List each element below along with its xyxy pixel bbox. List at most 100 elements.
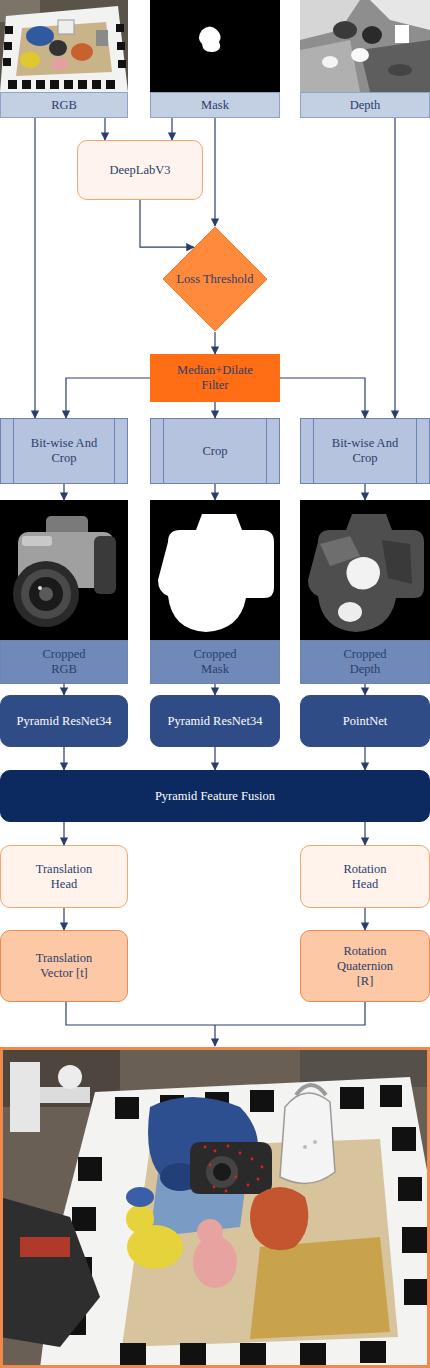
pose-result-image: [296, 1085, 326, 1095]
head-box: Translation Head: [0, 845, 128, 908]
pose-result-image: [250, 1090, 274, 1112]
connector-arrow: [214, 402, 215, 418]
node-text: Loss Threshold: [176, 272, 253, 287]
pose-result-image: [250, 1187, 308, 1250]
process-side-line: [163, 419, 164, 483]
depth-image: [333, 21, 357, 39]
node-text: Depth: [350, 98, 381, 113]
filter-box: Median+Dilate Filter: [150, 354, 280, 402]
depth-image: [300, 0, 430, 92]
cropped-rgb-image: [0, 500, 128, 640]
cropped-rgb-image: [39, 587, 53, 601]
label-bar: Depth: [300, 92, 430, 118]
process-side-line: [266, 419, 267, 483]
rgb-photo: [4, 42, 12, 50]
node-text: Pyramid Feature Fusion: [155, 789, 275, 804]
pose-result-image: [251, 1158, 254, 1161]
connector-arrow: [66, 378, 150, 418]
node-text: Cropped RGB: [42, 647, 85, 677]
label-bar: Cropped Depth: [300, 640, 430, 684]
rgb-photo: [0, 0, 128, 92]
pose-result-image: [209, 1164, 212, 1167]
pose-result-image: [227, 1145, 230, 1148]
connector-arrow: [214, 484, 215, 500]
cropped-depth-image: [346, 557, 380, 590]
text-holder: Bit-wise And Crop: [18, 436, 110, 466]
pose-result-image: [225, 1190, 228, 1193]
input-image: Depth: [300, 0, 430, 118]
depth-image: [360, 40, 430, 92]
pose-result-image: [0, 1197, 100, 1347]
cropped-depth-image: [338, 602, 362, 622]
pose-result-image: [340, 1087, 364, 1109]
pose-result-image: [398, 1177, 422, 1201]
connector-arrow: [394, 118, 395, 418]
rgb-photo: [49, 40, 67, 56]
pose-result-image: [214, 1150, 217, 1153]
pose-result-image: [392, 1127, 416, 1151]
connector-arrow: [364, 908, 365, 930]
connector-arrow: [171, 118, 172, 140]
node-text: Translation Vector [t]: [36, 951, 93, 981]
input-image: RGB: [0, 0, 128, 118]
connector-arrow: [63, 822, 64, 845]
cropped-image: Cropped Depth: [300, 500, 430, 684]
pose-result-image: [78, 1157, 102, 1181]
rgb-photo: [26, 26, 54, 46]
rgb-photo: [50, 80, 59, 89]
node-text: Median+Dilate Filter: [177, 363, 253, 393]
pose-result-image: [40, 1077, 430, 1368]
process-box: Crop: [150, 418, 280, 484]
pose-result-image: [240, 1343, 266, 1365]
pose-result-image: [126, 1205, 154, 1233]
pose-result-image: [303, 1145, 307, 1149]
node-text: Translation Head: [36, 862, 93, 892]
decision-diamond: Loss Threshold: [162, 226, 268, 332]
node-text: Crop: [203, 444, 228, 459]
encoder-box: PointNet: [300, 695, 430, 747]
depth-image: [322, 56, 338, 68]
fusion-band: Pyramid Feature Fusion: [0, 770, 430, 822]
connector-arrow: [364, 747, 365, 770]
pose-result-image: [380, 1085, 402, 1107]
pose-result-image: [180, 1343, 206, 1365]
depth-image: [300, 0, 360, 40]
rgb-photo: [58, 20, 74, 34]
rgb-photo: [8, 80, 17, 89]
pose-result-image: [257, 1178, 260, 1181]
cropped-rgb-image: [22, 536, 52, 546]
cropped-mask-image: [150, 500, 280, 640]
pose-result-image: [213, 1186, 216, 1189]
pose-result-image: [190, 1142, 272, 1194]
process-side-line: [416, 419, 417, 483]
pose-result-image: [10, 1062, 40, 1132]
label-bar: RGB: [0, 92, 128, 118]
connector-arrow: [214, 747, 215, 770]
depth-image: [362, 26, 382, 44]
merge-lines: [0, 1000, 430, 1048]
pose-result-image: [197, 1219, 223, 1245]
pose-result-image: [280, 1093, 335, 1183]
cropped-mask-image: [158, 514, 274, 632]
pose-result-image: [20, 1237, 70, 1257]
label-bar: Cropped Mask: [150, 640, 280, 684]
cropped-image: Cropped RGB: [0, 500, 128, 684]
cropped-mask-image: [150, 500, 280, 640]
process-side-line: [114, 419, 115, 483]
process-side-line: [13, 419, 14, 483]
connector-arrow: [63, 684, 64, 695]
connector-arrow: [364, 484, 365, 500]
node-text: Pyramid ResNet34: [168, 714, 263, 729]
cropped-depth-image: [300, 500, 430, 640]
merge-lines: [66, 1002, 215, 1025]
rgb-photo: [3, 58, 11, 66]
rgb-photo: [117, 42, 125, 50]
node-text: Pyramid ResNet34: [17, 714, 112, 729]
connector-arrow: [364, 822, 365, 845]
rgb-photo: [96, 30, 108, 46]
output-box: Translation Vector [t]: [0, 930, 128, 1002]
pose-result-image: [239, 1152, 242, 1155]
process-box: Bit-wise And Crop: [0, 418, 128, 484]
